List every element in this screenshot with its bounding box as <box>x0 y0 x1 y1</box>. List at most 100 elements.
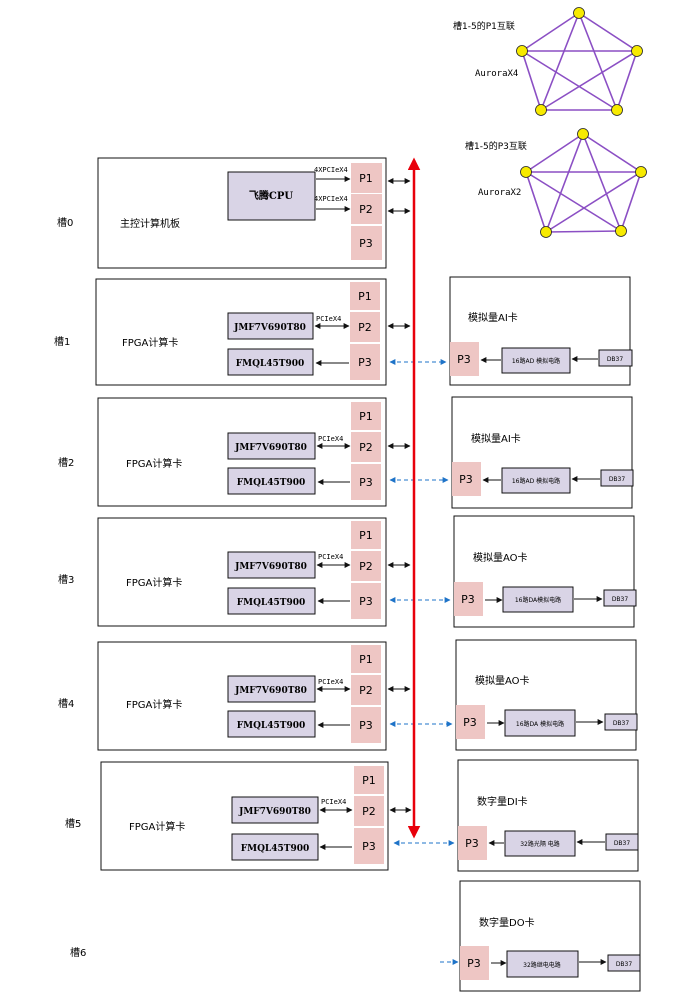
port-p2 <box>351 551 381 581</box>
mesh-node <box>520 166 532 178</box>
port-p3 <box>354 828 384 864</box>
port-p1 <box>350 282 380 310</box>
link-label: PCIeX4 <box>318 435 343 443</box>
card-name: 模拟量AO卡 <box>473 551 528 564</box>
mesh-link <box>616 50 638 111</box>
fpga-chip <box>227 432 316 460</box>
port-p3 <box>458 826 487 860</box>
mesh-link <box>545 230 622 233</box>
slot-label: 槽1 <box>54 335 70 348</box>
circuit-label: 16路DA模拟电路 <box>515 596 561 604</box>
fpga-chip-label: JMF7V690T80 <box>233 323 306 333</box>
mesh-link <box>521 12 580 52</box>
mesh-node <box>635 166 647 178</box>
port-p2 <box>351 675 381 705</box>
card-name: FPGA计算卡 <box>126 576 182 589</box>
mesh-p3-label: AuroraX2 <box>478 188 521 198</box>
port-p3 <box>460 946 489 980</box>
connector-label: DB37 <box>612 596 629 603</box>
port-p3 <box>351 707 381 743</box>
port-label: P2 <box>362 805 376 818</box>
fpga-chip <box>227 312 314 340</box>
mesh-p3-title: 槽1-5的P3互联 <box>465 140 527 152</box>
port-p3 <box>351 226 382 260</box>
port-p2 <box>354 796 384 826</box>
db37-connector <box>598 349 633 367</box>
card-name: 模拟量AI卡 <box>471 432 521 445</box>
connector-label: DB37 <box>614 840 631 847</box>
db37-connector <box>607 954 641 972</box>
circuit-block <box>501 467 571 494</box>
port-label: P2 <box>359 560 373 573</box>
port-label: P3 <box>359 595 373 608</box>
mesh-link <box>525 171 622 232</box>
port-label: P3 <box>362 840 376 853</box>
slot6-label: 槽6 <box>70 946 86 959</box>
db37-connector <box>604 713 638 731</box>
fpga-chip-label: JMF7V690T80 <box>238 807 311 817</box>
fpga-chip <box>231 796 319 824</box>
port-label: P1 <box>358 290 372 303</box>
mesh-node <box>535 104 547 116</box>
port-p3 <box>351 464 381 500</box>
port-label: P3 <box>461 593 475 606</box>
link-label: PCIeX4 <box>318 553 343 561</box>
port-p1 <box>351 645 381 673</box>
fpga-card-slot5: 槽5 FPGA计算卡 JMF7V690T80 FMQL45T900 PCIeX4… <box>65 761 455 871</box>
fpga-chip-label: JMF7V690T80 <box>234 562 307 572</box>
link-label: PCIeX4 <box>321 798 346 806</box>
fpga-chip-label: JMF7V690T80 <box>234 443 307 453</box>
mesh-link <box>620 171 642 232</box>
port-p3 <box>350 344 380 380</box>
soc-chip <box>227 710 316 738</box>
circuit-label: 16路AD 模拟电路 <box>512 357 560 365</box>
port-p2 <box>351 432 381 462</box>
port-p2 <box>350 312 380 342</box>
db37-connector <box>603 589 637 607</box>
port-p1 <box>351 163 382 193</box>
card-name: 数字量DO卡 <box>479 916 535 929</box>
port-label: P3 <box>358 356 372 369</box>
port-label: P2 <box>359 203 373 216</box>
port-label: P3 <box>459 473 473 486</box>
slot-label: 槽4 <box>58 697 74 710</box>
soc-chip-label: FMQL45T900 <box>237 478 306 488</box>
card-name: 数字量DI卡 <box>477 795 528 808</box>
connector-label: DB37 <box>607 356 624 363</box>
port-label: P3 <box>463 716 477 729</box>
slot-label: 槽2 <box>58 456 74 469</box>
port-label: P2 <box>359 441 373 454</box>
circuit-label: 16路AD 模拟电路 <box>512 477 560 485</box>
mesh-node <box>631 45 643 57</box>
mesh-link <box>521 50 618 111</box>
mesh-node <box>611 104 623 116</box>
mesh-link <box>525 133 584 173</box>
mesh-node <box>573 7 585 19</box>
port-label: P1 <box>359 410 373 423</box>
io-card-6: 数字量DO卡 P3 32路继电电路 DB37 <box>440 880 641 992</box>
soc-chip <box>227 587 316 615</box>
board-name: 主控计算机板 <box>120 217 180 230</box>
mesh-link <box>521 50 542 111</box>
link-label: PCIeX4 <box>318 678 343 686</box>
port-p1 <box>354 766 384 794</box>
port-p2 <box>351 194 382 224</box>
link-label: PCIeX4 <box>316 315 341 323</box>
mesh-link <box>582 133 622 232</box>
slot-label: 槽5 <box>65 817 81 830</box>
fpga-card-slot2: 槽2 FPGA计算卡 JMF7V690T80 FMQL45T900 PCIeX4… <box>58 397 449 507</box>
card-name: 模拟量AO卡 <box>475 674 530 687</box>
port-label: P1 <box>359 172 373 185</box>
port-label: P3 <box>359 476 373 489</box>
port-p1 <box>351 521 381 549</box>
fpga-chip <box>227 675 316 703</box>
mesh-node <box>615 225 627 237</box>
card-name: 模拟量AI卡 <box>468 311 518 324</box>
mesh-node <box>516 45 528 57</box>
cpu-link2-label: 4XPCIeX4 <box>314 195 348 203</box>
port-label: P3 <box>359 237 373 250</box>
mesh-link <box>582 133 642 173</box>
db37-connector <box>605 833 639 851</box>
port-p3 <box>456 705 485 739</box>
port-label: P1 <box>359 653 373 666</box>
